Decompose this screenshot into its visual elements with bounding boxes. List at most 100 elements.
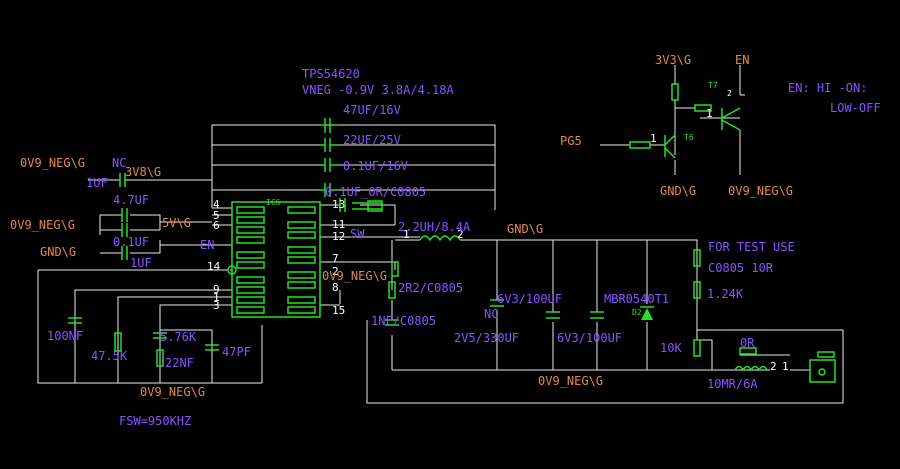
nc-label: NC [112, 156, 126, 170]
capacitor-symbol [320, 118, 340, 133]
net-3v8: 3V8\G [125, 165, 161, 179]
res-1-24k-label: 1.24K [707, 287, 744, 301]
net-0v9-mid: 0V9_NEG\G [322, 269, 387, 283]
resistor-symbol [629, 141, 651, 149]
resistor-symbol [388, 281, 396, 299]
ic-pin-stubs [236, 206, 316, 314]
inductor-pin-1: 1 [403, 228, 410, 241]
capacitor-symbol [320, 158, 340, 172]
conn-pin-1: 1 [782, 360, 789, 373]
pin-14: 14 [207, 260, 221, 273]
en-pin-label: EN [200, 238, 214, 252]
net-0v9-out: 0V9_NEG\G [538, 374, 603, 388]
ic-part-label: TPS54620 [302, 67, 360, 81]
net-0v9-nc: 0V9_NEG\G [20, 156, 85, 170]
pin-7: 7 [332, 252, 339, 265]
resistor-symbol [739, 347, 757, 355]
net-labels: 0V9_NEG\G 3V8\G 0V9_NEG\G 5V\G GND\G 0V9… [10, 53, 793, 399]
pin-6: 6 [213, 219, 220, 232]
inductor-symbol [419, 235, 461, 242]
resistor-symbol [156, 349, 164, 367]
cap-01uf-left-label: 0.1UF [113, 235, 149, 249]
resistor-symbol [671, 83, 679, 101]
test-note: FOR TEST USE [708, 240, 795, 254]
res-47-5k-label: 47.5K [91, 349, 128, 363]
inductor-label: 2.2UH/8.4A [398, 220, 471, 234]
sw-label: SW [350, 227, 365, 241]
net-gnd-pg: GND\G [660, 184, 696, 198]
net-0v9-pg: 0V9_NEG\G [728, 184, 793, 198]
capacitor-symbol [546, 311, 560, 319]
pin-15: 15 [332, 304, 345, 317]
capacitor-symbol [68, 317, 82, 324]
schottky-diode-symbol [640, 306, 654, 320]
capacitor-symbol [205, 344, 219, 351]
resistor-symbol [694, 104, 712, 112]
out-cap-1-label: 6V3/100UF [497, 292, 562, 306]
pin-4: 4 [213, 198, 220, 211]
pin14-bubble [227, 265, 237, 275]
capacitor-symbol [339, 198, 382, 212]
out-cap-nc-label: NC [484, 307, 498, 321]
res-5-76k-label: 5.76K [160, 330, 197, 344]
resistor-symbol [693, 339, 701, 357]
res-0r-label: 0R [740, 336, 755, 350]
cap-100nf-label: 100NF [47, 329, 83, 343]
cap-1uf-b-label: 1UF [130, 256, 152, 270]
net-5v: 5V\G [162, 216, 191, 230]
t6-label: T6 [684, 133, 694, 142]
cap-01uf-0r-label: 0.1UF_0R/C0805 [325, 185, 426, 199]
cap-22uf-label: 22UF/25V [343, 133, 401, 147]
pin-2: 2 [332, 265, 339, 278]
ic-body [231, 201, 321, 318]
diode-label: MBR0540T1 [604, 292, 669, 306]
out-cap-3-label: 6V3/100UF [557, 331, 622, 345]
capacitor-symbol [119, 173, 126, 187]
net-0v9-bottom: 0V9_NEG\G [140, 385, 205, 399]
resistor-symbol [693, 249, 701, 267]
snubber-res-label: 2R2/C0805 [398, 281, 463, 295]
capacitor-symbol [121, 246, 128, 260]
pin-3: 3 [213, 299, 220, 312]
inductor-10mr-label: 10MR/6A [707, 377, 758, 391]
res-10k-label: 10K [660, 341, 682, 355]
en-note-2: LOW-OFF [830, 101, 881, 115]
en-note-1: EN: HI -ON: [788, 81, 867, 95]
t7-label: T7 [708, 81, 718, 90]
diode-ref: D2 [632, 308, 642, 317]
resistor-symbol [391, 261, 399, 277]
t7-pin2: 2 [727, 89, 732, 98]
snubber-cap-label: 1NF/C0805 [371, 314, 436, 328]
t7-pin1: 1 [706, 107, 713, 120]
connector-symbol [809, 351, 836, 383]
pin-9: 9 [213, 283, 220, 296]
net-3v3: 3V3\G [655, 53, 691, 67]
pin-11: 11 [332, 218, 345, 231]
components [68, 83, 836, 383]
capacitor-symbol [320, 138, 340, 152]
cap-4-7uf-label: 4.7UF [113, 193, 149, 207]
pin-1: 1 [213, 291, 220, 304]
cap-47uf-label: 47UF/16V [343, 103, 401, 117]
ic-net-label: VNEG -0.9V 3.8A/4.18A [302, 83, 454, 97]
capacitor-symbol [121, 208, 128, 222]
pin-8: 8 [332, 281, 339, 294]
capacitor-symbol [320, 183, 340, 197]
test-c0805: C0805 10R [708, 261, 774, 275]
transistor-t6 [664, 134, 676, 159]
inductor-pin-2: 2 [457, 228, 464, 241]
net-0v9-left: 0V9_NEG\G [10, 218, 75, 232]
conn-pin-2: 2 [770, 360, 777, 373]
capacitor-symbol [490, 299, 504, 307]
labels: TPS54620 VNEG -0.9V 3.8A/4.18A IC6 47UF/… [47, 67, 881, 428]
out-cap-2-label: 2V5/330UF [454, 331, 519, 345]
pin-5: 5 [213, 209, 220, 222]
net-gnd-left: GND\G [40, 245, 76, 259]
net-pg: PG5 [560, 134, 582, 148]
ic-ref-label: IC6 [266, 198, 281, 207]
capacitor-symbol [153, 332, 167, 339]
resistor-symbol [114, 332, 122, 352]
transistor-t7 [721, 107, 741, 131]
resistor-symbol [693, 281, 701, 299]
